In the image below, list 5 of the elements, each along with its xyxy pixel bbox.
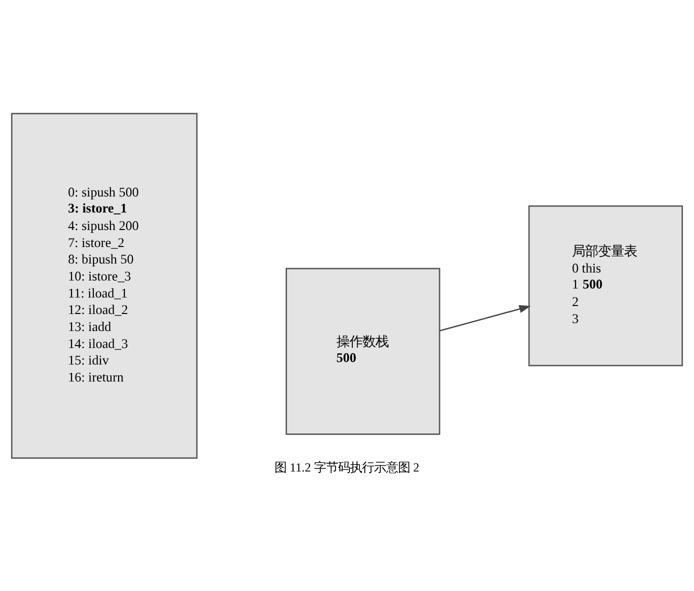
node-box: 操作数栈 500	[286, 267, 440, 434]
node-box: 0: sipush 500 3: istore_1 4: sipush 200 7: istore_2 8: bipush 50 10: istore_3 11: iload_1 12: iload_2 13: iadd 14: iload_3 15: idiv 16: ireturn	[11, 112, 198, 458]
arrow	[440, 304, 531, 331]
caption: 图 11.2 字节码执行示意图 2	[274, 460, 420, 474]
node-box: 局部变量表 0 this 1 500 2 3	[528, 204, 683, 366]
